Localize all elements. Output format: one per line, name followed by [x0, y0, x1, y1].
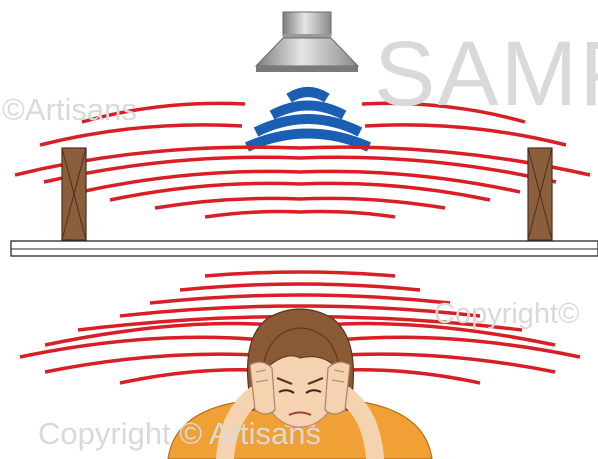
left-wooden-post	[61, 147, 87, 241]
speaker-sound-waves	[244, 87, 372, 152]
right-wooden-post	[527, 147, 553, 241]
floor-slab	[10, 240, 598, 257]
ceiling-speaker-icon	[254, 11, 360, 72]
lower-noise-waves	[19, 270, 581, 385]
upper-noise-waves	[14, 101, 591, 219]
person-covering-ears-icon	[167, 308, 433, 459]
